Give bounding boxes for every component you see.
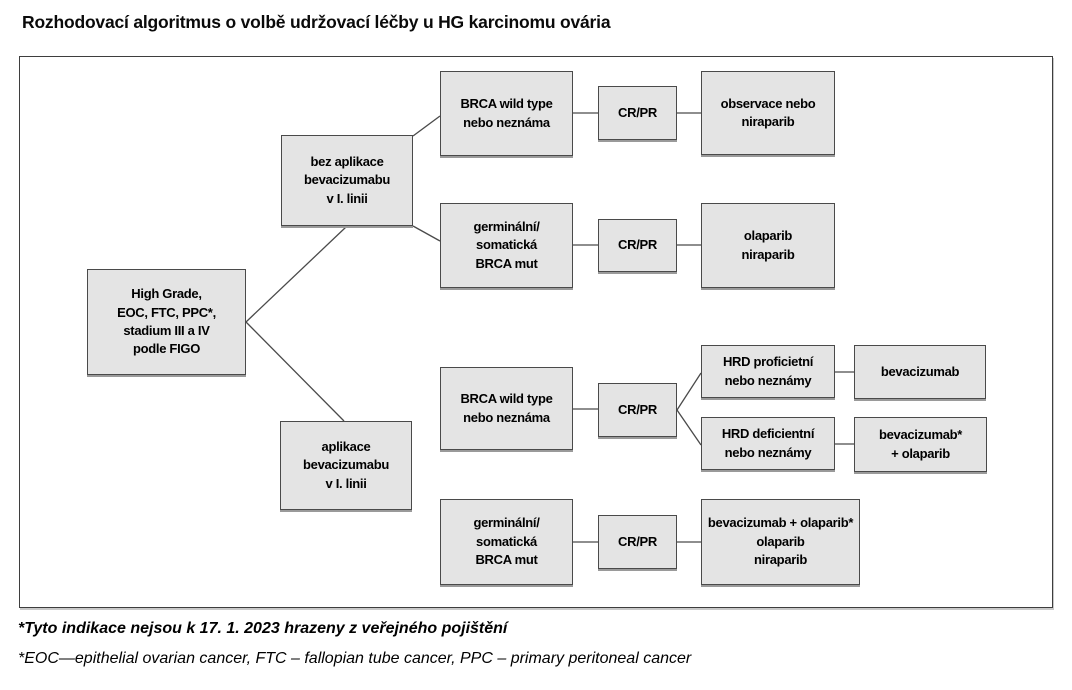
node-crpr-3: CR/PR xyxy=(598,383,677,437)
node-high-grade-root: High Grade, EOC, FTC, PPC*, stadium III … xyxy=(87,269,246,375)
node-olaparib-niraparib: olaparib niraparib xyxy=(701,203,835,288)
footnote-reimbursement: *Tyto indikace nejsou k 17. 1. 2023 hraz… xyxy=(18,620,508,637)
node-crpr-4: CR/PR xyxy=(598,515,677,569)
node-bevacizumab-olaparib: bevacizumab* + olaparib xyxy=(854,417,987,472)
node-observace-niraparib: observace nebo niraparib xyxy=(701,71,835,155)
page-title: Rozhodovací algoritmus o volbě udržovací… xyxy=(22,12,611,32)
footnote-abbreviations: *EOC—epithelial ovarian cancer, FTC – fa… xyxy=(18,650,692,667)
node-crpr-2: CR/PR xyxy=(598,219,677,272)
node-bevacizumab-result: bevacizumab xyxy=(854,345,986,399)
node-brca-wildtype-bottom: BRCA wild type nebo neznáma xyxy=(440,367,573,450)
node-without-bevacizumab: bez aplikace bevacizumabu v I. linii xyxy=(281,135,413,226)
node-hrd-deficient: HRD deficientní nebo neznámy xyxy=(701,417,835,470)
node-hrd-proficient: HRD proficietní nebo neznámy xyxy=(701,345,835,398)
node-brca-mut-top: germinální/ somatická BRCA mut xyxy=(440,203,573,288)
node-with-bevacizumab: aplikace bevacizumabu v I. linii xyxy=(280,421,412,510)
node-brca-wildtype-top: BRCA wild type nebo neznáma xyxy=(440,71,573,156)
node-crpr-1: CR/PR xyxy=(598,86,677,140)
node-brca-mut-bottom: germinální/ somatická BRCA mut xyxy=(440,499,573,585)
node-bev-olaparib-niraparib: bevacizumab + olaparib* olaparib nirapar… xyxy=(701,499,860,585)
